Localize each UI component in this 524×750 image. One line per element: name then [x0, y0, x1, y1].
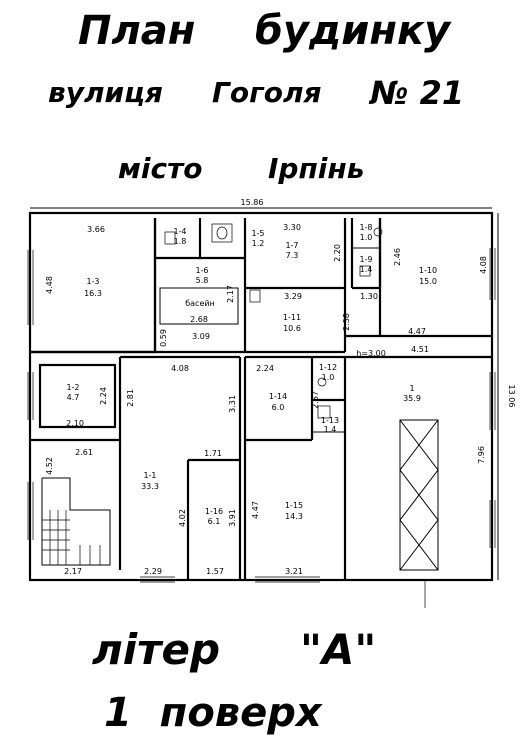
- room-area: 6.0: [272, 403, 285, 412]
- room-area: 35.9: [403, 394, 421, 403]
- dim-label: 2.17: [64, 567, 82, 576]
- dim-label: 2.24: [256, 364, 274, 373]
- dim-label: 4.47: [408, 327, 426, 336]
- room-number: 1-5: [251, 229, 264, 238]
- room-area: 16.3: [84, 289, 102, 298]
- room-number: 1-14: [269, 392, 287, 401]
- interior-walls: [30, 218, 492, 580]
- room-area: 1.4: [324, 425, 337, 434]
- city-name: Ірпінь: [268, 152, 365, 185]
- dimension-labels: 15.86 13.06 3.66 4.48 3.30 2.20 2.46 4.0…: [45, 198, 516, 576]
- room-area: 33.3: [141, 482, 159, 491]
- dim-label: 2.46: [393, 248, 402, 266]
- room-number: 1-10: [419, 266, 437, 275]
- room-area: 1.0: [322, 373, 335, 382]
- dim-label: 3.66: [87, 225, 105, 234]
- windows: [27, 248, 496, 583]
- overall-depth: 13.06: [507, 385, 516, 408]
- dim-label: 2.20: [333, 244, 342, 262]
- street-word: вулиця: [48, 76, 163, 109]
- dim-label: 3.91: [228, 509, 237, 527]
- room-area: 1.0: [360, 233, 373, 242]
- house-number: № 21: [370, 74, 465, 112]
- room-number: 1-16: [205, 507, 223, 516]
- liter-value: "А": [300, 625, 377, 674]
- dim-label: 3.09: [192, 332, 210, 341]
- room-area: 15.0: [419, 277, 437, 286]
- room-number: 1-3: [86, 277, 99, 286]
- floor-label: 1 поверх: [104, 690, 322, 736]
- room-area: 1.2: [252, 239, 265, 248]
- room-area: 5.8: [196, 276, 209, 285]
- title-building: будинку: [255, 8, 451, 54]
- room-number: 1-9: [359, 255, 372, 264]
- room-number: 1-12: [319, 363, 337, 372]
- room-area: 1.8: [174, 237, 187, 246]
- room-number: 1-13: [321, 416, 339, 425]
- dim-label: 3.30: [283, 223, 301, 232]
- dim-label: 4.08: [479, 256, 488, 274]
- dim-label: 2.61: [75, 448, 93, 457]
- room-area: 10.6: [283, 324, 301, 333]
- dim-label: 7.96: [477, 446, 486, 464]
- dim-label: 4.47: [251, 501, 260, 519]
- dim-label: 1.57: [206, 567, 224, 576]
- dim-label: 3.31: [228, 395, 237, 413]
- street-name: Гоголя: [212, 76, 322, 109]
- room-number: 1: [409, 384, 414, 393]
- room-number: 1-1: [143, 471, 156, 480]
- dim-label: 2.68: [190, 315, 208, 324]
- room-area: 14.3: [285, 512, 303, 521]
- room-number: 1-4: [173, 227, 186, 236]
- dim-label: 4.51: [411, 345, 429, 354]
- dim-label: 4.02: [178, 509, 187, 527]
- garage-bay: [399, 419, 439, 608]
- room-number: 1-15: [285, 501, 303, 510]
- dim-label: 2.24: [99, 387, 108, 405]
- dim-label: 2.38: [342, 313, 351, 331]
- dim-label: 2.67: [311, 391, 320, 409]
- dim-label: 3.21: [285, 567, 303, 576]
- liter-word: літер: [92, 625, 221, 674]
- staircase: [41, 477, 111, 566]
- room-area: 7.3: [286, 251, 299, 260]
- room-number: 1-11: [283, 313, 301, 322]
- dim-label: 4.48: [45, 276, 54, 294]
- dim-label: 2.29: [144, 567, 162, 576]
- overall-width: 15.86: [241, 198, 264, 207]
- room-area: 4.7: [67, 393, 80, 402]
- room-number: 1-8: [359, 223, 372, 232]
- room-area: 1.4: [360, 265, 373, 274]
- dim-label: 2.10: [66, 419, 84, 428]
- dim-label: 1.30: [360, 292, 378, 301]
- city-word: місто: [118, 152, 203, 185]
- ceiling-height: h=3.00: [356, 349, 386, 358]
- fixtures: [164, 223, 383, 419]
- dim-label: 3.29: [284, 292, 302, 301]
- title-plan: План: [78, 8, 196, 54]
- room-number: 1-7: [285, 241, 298, 250]
- dim-label: 4.08: [171, 364, 189, 373]
- dim-label: 1.71: [204, 449, 222, 458]
- dim-label: 2.17: [226, 285, 235, 303]
- dim-label: 0.59: [159, 329, 168, 347]
- dim-label: 4.52: [45, 457, 54, 475]
- pool-label: басейн: [185, 299, 215, 308]
- room-area: 6.1: [208, 517, 221, 526]
- outer-wall: [28, 211, 494, 582]
- dim-label: 2.81: [126, 389, 135, 407]
- room-labels: 1-3 16.3 1-4 1.8 1-5 1.2 1-6 5.8 басейн …: [66, 223, 437, 526]
- room-number: 1-6: [195, 266, 208, 275]
- room-number: 1-2: [66, 383, 79, 392]
